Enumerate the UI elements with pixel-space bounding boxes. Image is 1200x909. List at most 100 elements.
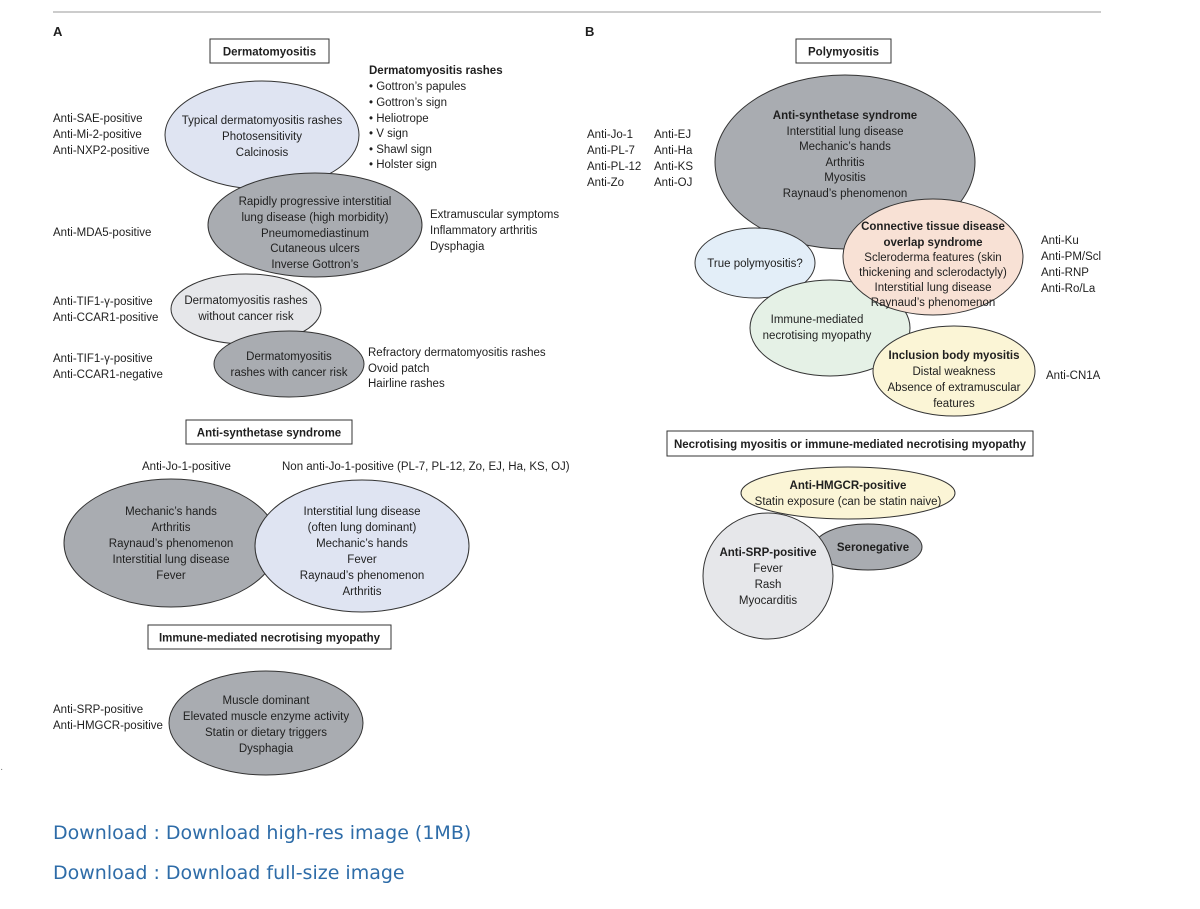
refractory-label: Hairline rashes	[368, 378, 445, 390]
ellipse-line: Raynaud’s phenomenon	[109, 538, 233, 550]
ellipse-line: Arthritis	[343, 586, 382, 598]
ellipse-line: Interstitial lung disease	[113, 554, 230, 566]
ellipse-line: rashes with cancer risk	[231, 367, 348, 379]
extramuscular-label: Inflammatory arthritis	[430, 225, 538, 237]
non-jo1-label: Non anti-Jo-1-positive (PL-7, PL-12, Zo,…	[282, 461, 570, 473]
ellipse-line: Fever	[347, 554, 377, 566]
dm-rash-item: • Shawl sign	[369, 144, 432, 156]
ellipse-line: Rapidly progressive interstitial	[239, 196, 392, 208]
margin-mark: ·	[0, 764, 3, 775]
ellipse-line: Scleroderma features (skin	[864, 252, 1001, 264]
ellipse-line: Mechanic’s hands	[316, 538, 408, 550]
refractory-label: Ovoid patch	[368, 363, 429, 375]
antibody-label: Anti-Ha	[654, 145, 693, 157]
download-links: Download : Download high-res image (1MB)…	[53, 820, 471, 900]
polymyositis-title-box	[795, 38, 892, 64]
ctd-overlap-ellipse	[842, 198, 1024, 316]
panel-label-b: B	[585, 24, 594, 39]
ellipse-line: Dermatomyositis	[246, 351, 332, 363]
antibody-label: Anti-SAE-positive	[53, 113, 142, 125]
antibody-label: Anti-Zo	[587, 177, 624, 189]
panel-label-a: A	[53, 24, 63, 39]
imnm-ellipse-b	[749, 279, 911, 377]
jo1-label: Anti-Jo-1-positive	[142, 461, 231, 473]
ellipse-line: necrotising myopathy	[763, 330, 872, 342]
ellipse-title: Anti-HMGCR-positive	[790, 480, 907, 492]
download-hires-link[interactable]: Download : Download high-res image (1MB)	[53, 822, 472, 844]
anti-synthetase-title-box	[185, 419, 353, 445]
download-fullsize-link[interactable]: Download : Download full-size image	[53, 862, 405, 884]
imnm-title: Immune-mediated necrotising myopathy	[159, 633, 381, 645]
antibody-label: Anti-MDA5-positive	[53, 227, 151, 239]
necrotising-title: Necrotising myositis or immune-mediated …	[674, 439, 1027, 451]
ellipse-line: Muscle dominant	[223, 695, 311, 707]
ellipse-line: Absence of extramuscular	[888, 382, 1021, 394]
antibody-label: Anti-HMGCR-positive	[53, 720, 163, 732]
antibody-label: Anti-CCAR1-positive	[53, 312, 158, 324]
dm-rash-item: • Gottron’s sign	[369, 97, 447, 109]
ellipse-line: Rash	[755, 579, 782, 591]
antibody-label: Anti-EJ	[654, 129, 691, 141]
ellipse-line: Mechanic’s hands	[799, 141, 891, 153]
hmgcr-ellipse	[740, 466, 956, 520]
antibody-label: Anti-SRP-positive	[53, 704, 143, 716]
ellipse-title: overlap syndrome	[883, 237, 982, 249]
ellipse-line: Myocarditis	[739, 595, 797, 607]
refractory-label: Refractory dermatomyositis rashes	[368, 347, 546, 359]
antibody-label: Anti-NXP2-positive	[53, 145, 150, 157]
antibody-label: Anti-RNP	[1041, 267, 1089, 279]
myositis-figure: A B Dermatomyositis Dermatomyositis rash…	[0, 11, 1101, 776]
ellipse-line: Statin or dietary triggers	[205, 727, 327, 739]
antibody-label: Anti-Ro/La	[1041, 283, 1096, 295]
ibm-ellipse	[872, 325, 1036, 417]
ellipse-line: Dermatomyositis rashes	[184, 295, 308, 307]
ellipse-line: Immune-mediated	[771, 314, 864, 326]
ellipse-title: Anti-SRP-positive	[719, 547, 816, 559]
antibody-label: Anti-Jo-1	[587, 129, 633, 141]
ellipse-line: Statin exposure (can be statin naive)	[755, 496, 942, 508]
polymyositis-title: Polymyositis	[808, 47, 879, 59]
antibody-label: Anti-PL-7	[587, 145, 635, 157]
imnm-ellipse	[168, 670, 364, 776]
dm-rash-item: • Gottron’s papules	[369, 81, 466, 93]
ellipse-line: Pneumomediastinum	[261, 228, 369, 240]
extramuscular-label: Extramuscular symptoms	[430, 209, 559, 221]
ellipse-line: (often lung dominant)	[308, 522, 417, 534]
anti-synthetase-title: Anti-synthetase syndrome	[197, 428, 341, 440]
ellipse-title: Inclusion body myositis	[889, 350, 1020, 362]
ellipse-line: Mechanic’s hands	[125, 506, 217, 518]
ellipse-line: without cancer risk	[197, 311, 293, 323]
ellipse-line: Fever	[753, 563, 783, 575]
ellipse-line: Interstitial lung disease	[304, 506, 421, 518]
antibody-label: Anti-PM/Scl	[1041, 251, 1101, 263]
ellipse-line: Interstitial lung disease	[875, 282, 992, 294]
dermatomyositis-title-box	[209, 38, 330, 64]
antibody-label: Anti-CN1A	[1046, 370, 1101, 382]
dermatomyositis-rashes-list: Dermatomyositis rashes • Gottron’s papul…	[369, 65, 503, 171]
dm-rash-item: • Heliotrope	[369, 113, 429, 125]
ellipse-title: Seronegative	[837, 542, 909, 554]
antibody-label: Anti-Mi-2-positive	[53, 129, 142, 141]
ellipse-line: Inverse Gottron’s	[271, 259, 359, 271]
ellipse-line: Myositis	[824, 172, 866, 184]
antibody-label: Anti-CCAR1-negative	[53, 369, 163, 381]
antibody-label: Anti-KS	[654, 161, 693, 173]
ellipse-line: Interstitial lung disease	[787, 126, 904, 138]
imnm-title-box	[147, 624, 392, 650]
mda5-ellipse	[207, 172, 423, 278]
ellipse-line: Calcinosis	[236, 147, 289, 159]
extramuscular-label: Dysphagia	[430, 241, 485, 253]
ellipse-line: Raynaud’s phenomenon	[871, 297, 995, 309]
ellipse-line: Arthritis	[826, 157, 865, 169]
ellipse-line: Distal weakness	[912, 366, 995, 378]
antibody-label: Anti-TIF1-γ-positive	[53, 296, 153, 308]
dm-rash-item: • V sign	[369, 128, 408, 140]
non-jo1-ellipse	[254, 479, 470, 613]
ellipse-line: Cutaneous ulcers	[270, 243, 360, 255]
antibody-label: Anti-OJ	[654, 177, 692, 189]
dermatomyositis-title: Dermatomyositis	[223, 47, 316, 59]
antibody-label: Anti-TIF1-γ-positive	[53, 353, 153, 365]
necrotising-title-box	[666, 430, 1034, 457]
ellipse-title: Connective tissue disease	[861, 221, 1005, 233]
ellipse-line: thickening and sclerodactyly)	[859, 267, 1007, 279]
